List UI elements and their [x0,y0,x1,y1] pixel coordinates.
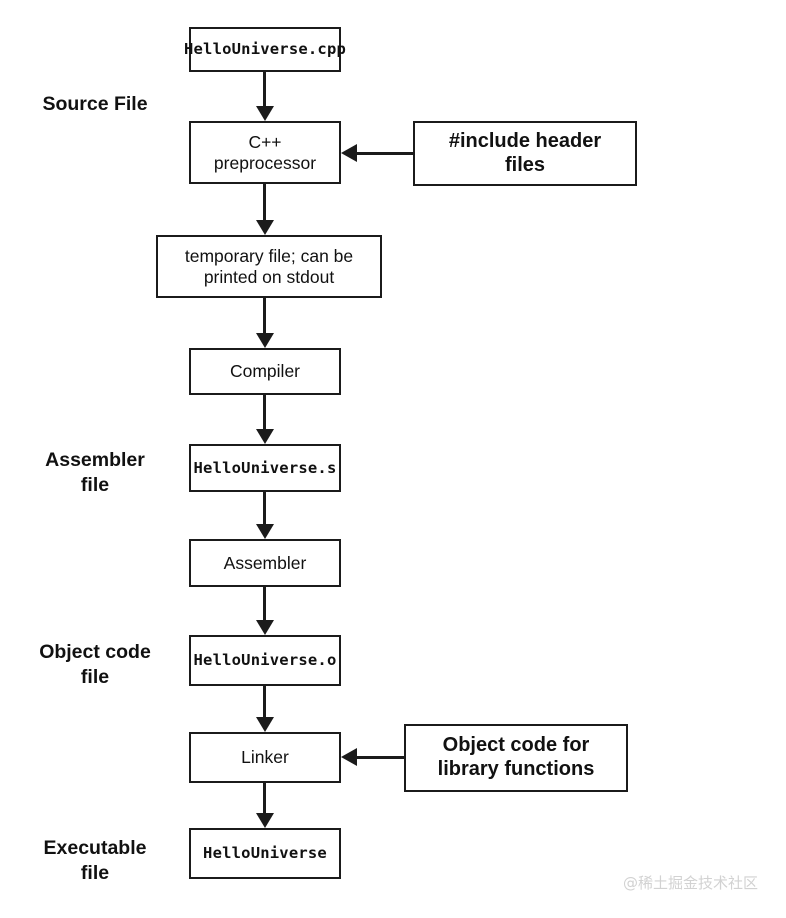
node-compiler[interactable]: Compiler [189,348,341,395]
connector-hellouniverse-s-to-assembler [263,492,266,524]
node-hellouniverse-cpp[interactable]: HelloUniverse.cpp [184,27,346,72]
stage-label-object-code-file: Object code file [39,641,151,689]
stage-label-executable-file: Executable file [43,837,147,885]
connector-hellouniverse-o-to-linker [263,686,266,717]
arrowhead-library-to-linker [341,748,357,766]
connector-tempfile-to-compiler [263,298,266,333]
arrowhead-cpp-to-preprocessor [256,106,274,121]
connector-linker-to-hellouniverse [263,783,266,813]
connector-include-to-preprocessor [357,152,415,155]
node-hellouniverse-s-label: HelloUniverse.s [193,458,337,477]
arrowhead-hellouniverse-o-to-linker [256,717,274,732]
connector-assembler-to-hellouniverse-o [263,587,266,620]
connector-library-to-linker [357,756,406,759]
node-assembler-label: Assembler [223,552,307,573]
node-assembler[interactable]: Assembler [189,539,341,587]
arrowhead-include-to-preprocessor [341,144,357,162]
node-linker[interactable]: Linker [189,732,341,783]
node-include-header-files-label: #include header files [448,129,602,176]
connector-cpp-to-preprocessor [263,72,266,106]
node-temporary-file-label: temporary file; can be printed on stdout [184,245,354,287]
node-hellouniverse-s[interactable]: HelloUniverse.s [189,444,341,492]
node-hellouniverse-label: HelloUniverse [203,844,327,863]
connector-compiler-to-hellouniverse-s [263,395,266,429]
arrowhead-tempfile-to-compiler [256,333,274,348]
arrowhead-preprocessor-to-tempfile [256,220,274,235]
arrowhead-hellouniverse-s-to-assembler [256,524,274,539]
node-compiler-label: Compiler [229,361,301,382]
node-linker-label: Linker [241,747,289,768]
connector-preprocessor-to-tempfile [263,184,266,220]
node-hellouniverse-o-label: HelloUniverse.o [193,651,337,670]
stage-label-assembler-file: Assembler file [45,449,145,497]
node-cpp-preprocessor-label: C++ preprocessor [213,131,317,173]
arrowhead-assembler-to-hellouniverse-o [256,620,274,635]
stage-label-source-file: Source File [42,93,148,115]
node-object-code-library[interactable]: Object code for library functions [404,724,628,792]
node-object-code-library-label: Object code for library functions [437,734,595,780]
watermark-text: @稀土掘金技术社区 [623,874,759,892]
node-hellouniverse-cpp-label: HelloUniverse.cpp [183,40,347,59]
arrowhead-compiler-to-hellouniverse-s [256,429,274,444]
arrowhead-linker-to-hellouniverse [256,813,274,828]
node-cpp-preprocessor[interactable]: C++ preprocessor [189,121,341,184]
node-include-header-files[interactable]: #include header files [413,121,637,186]
node-temporary-file[interactable]: temporary file; can be printed on stdout [156,235,382,298]
node-hellouniverse-o[interactable]: HelloUniverse.o [189,635,341,686]
node-hellouniverse[interactable]: HelloUniverse [189,828,341,879]
